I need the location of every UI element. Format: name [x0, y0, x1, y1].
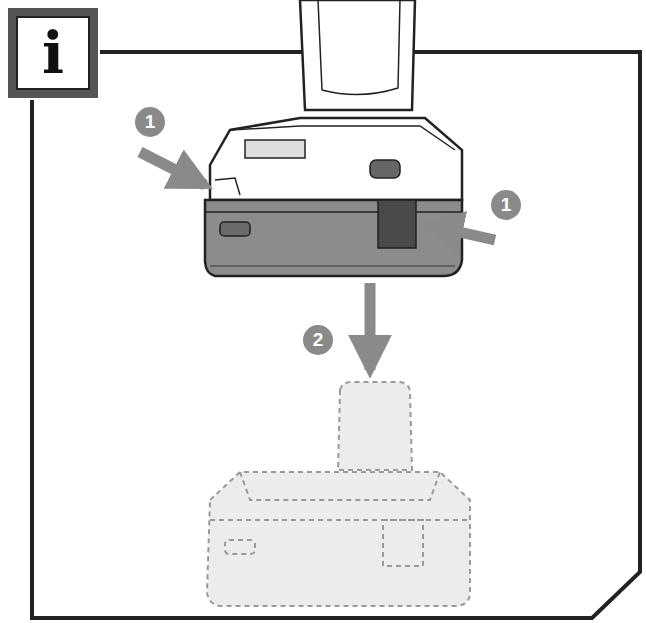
removed-battery	[207, 382, 470, 606]
info-icon	[8, 8, 98, 98]
pull-arrow	[365, 283, 376, 370]
frame	[32, 52, 640, 618]
drill	[205, 0, 462, 276]
push-arrow	[428, 225, 495, 240]
callout-number: 2	[303, 325, 333, 355]
callout-number: 1	[135, 107, 165, 137]
push-arrow	[140, 152, 205, 185]
callout-number: 1	[491, 190, 521, 220]
info-letter: i	[23, 20, 83, 86]
